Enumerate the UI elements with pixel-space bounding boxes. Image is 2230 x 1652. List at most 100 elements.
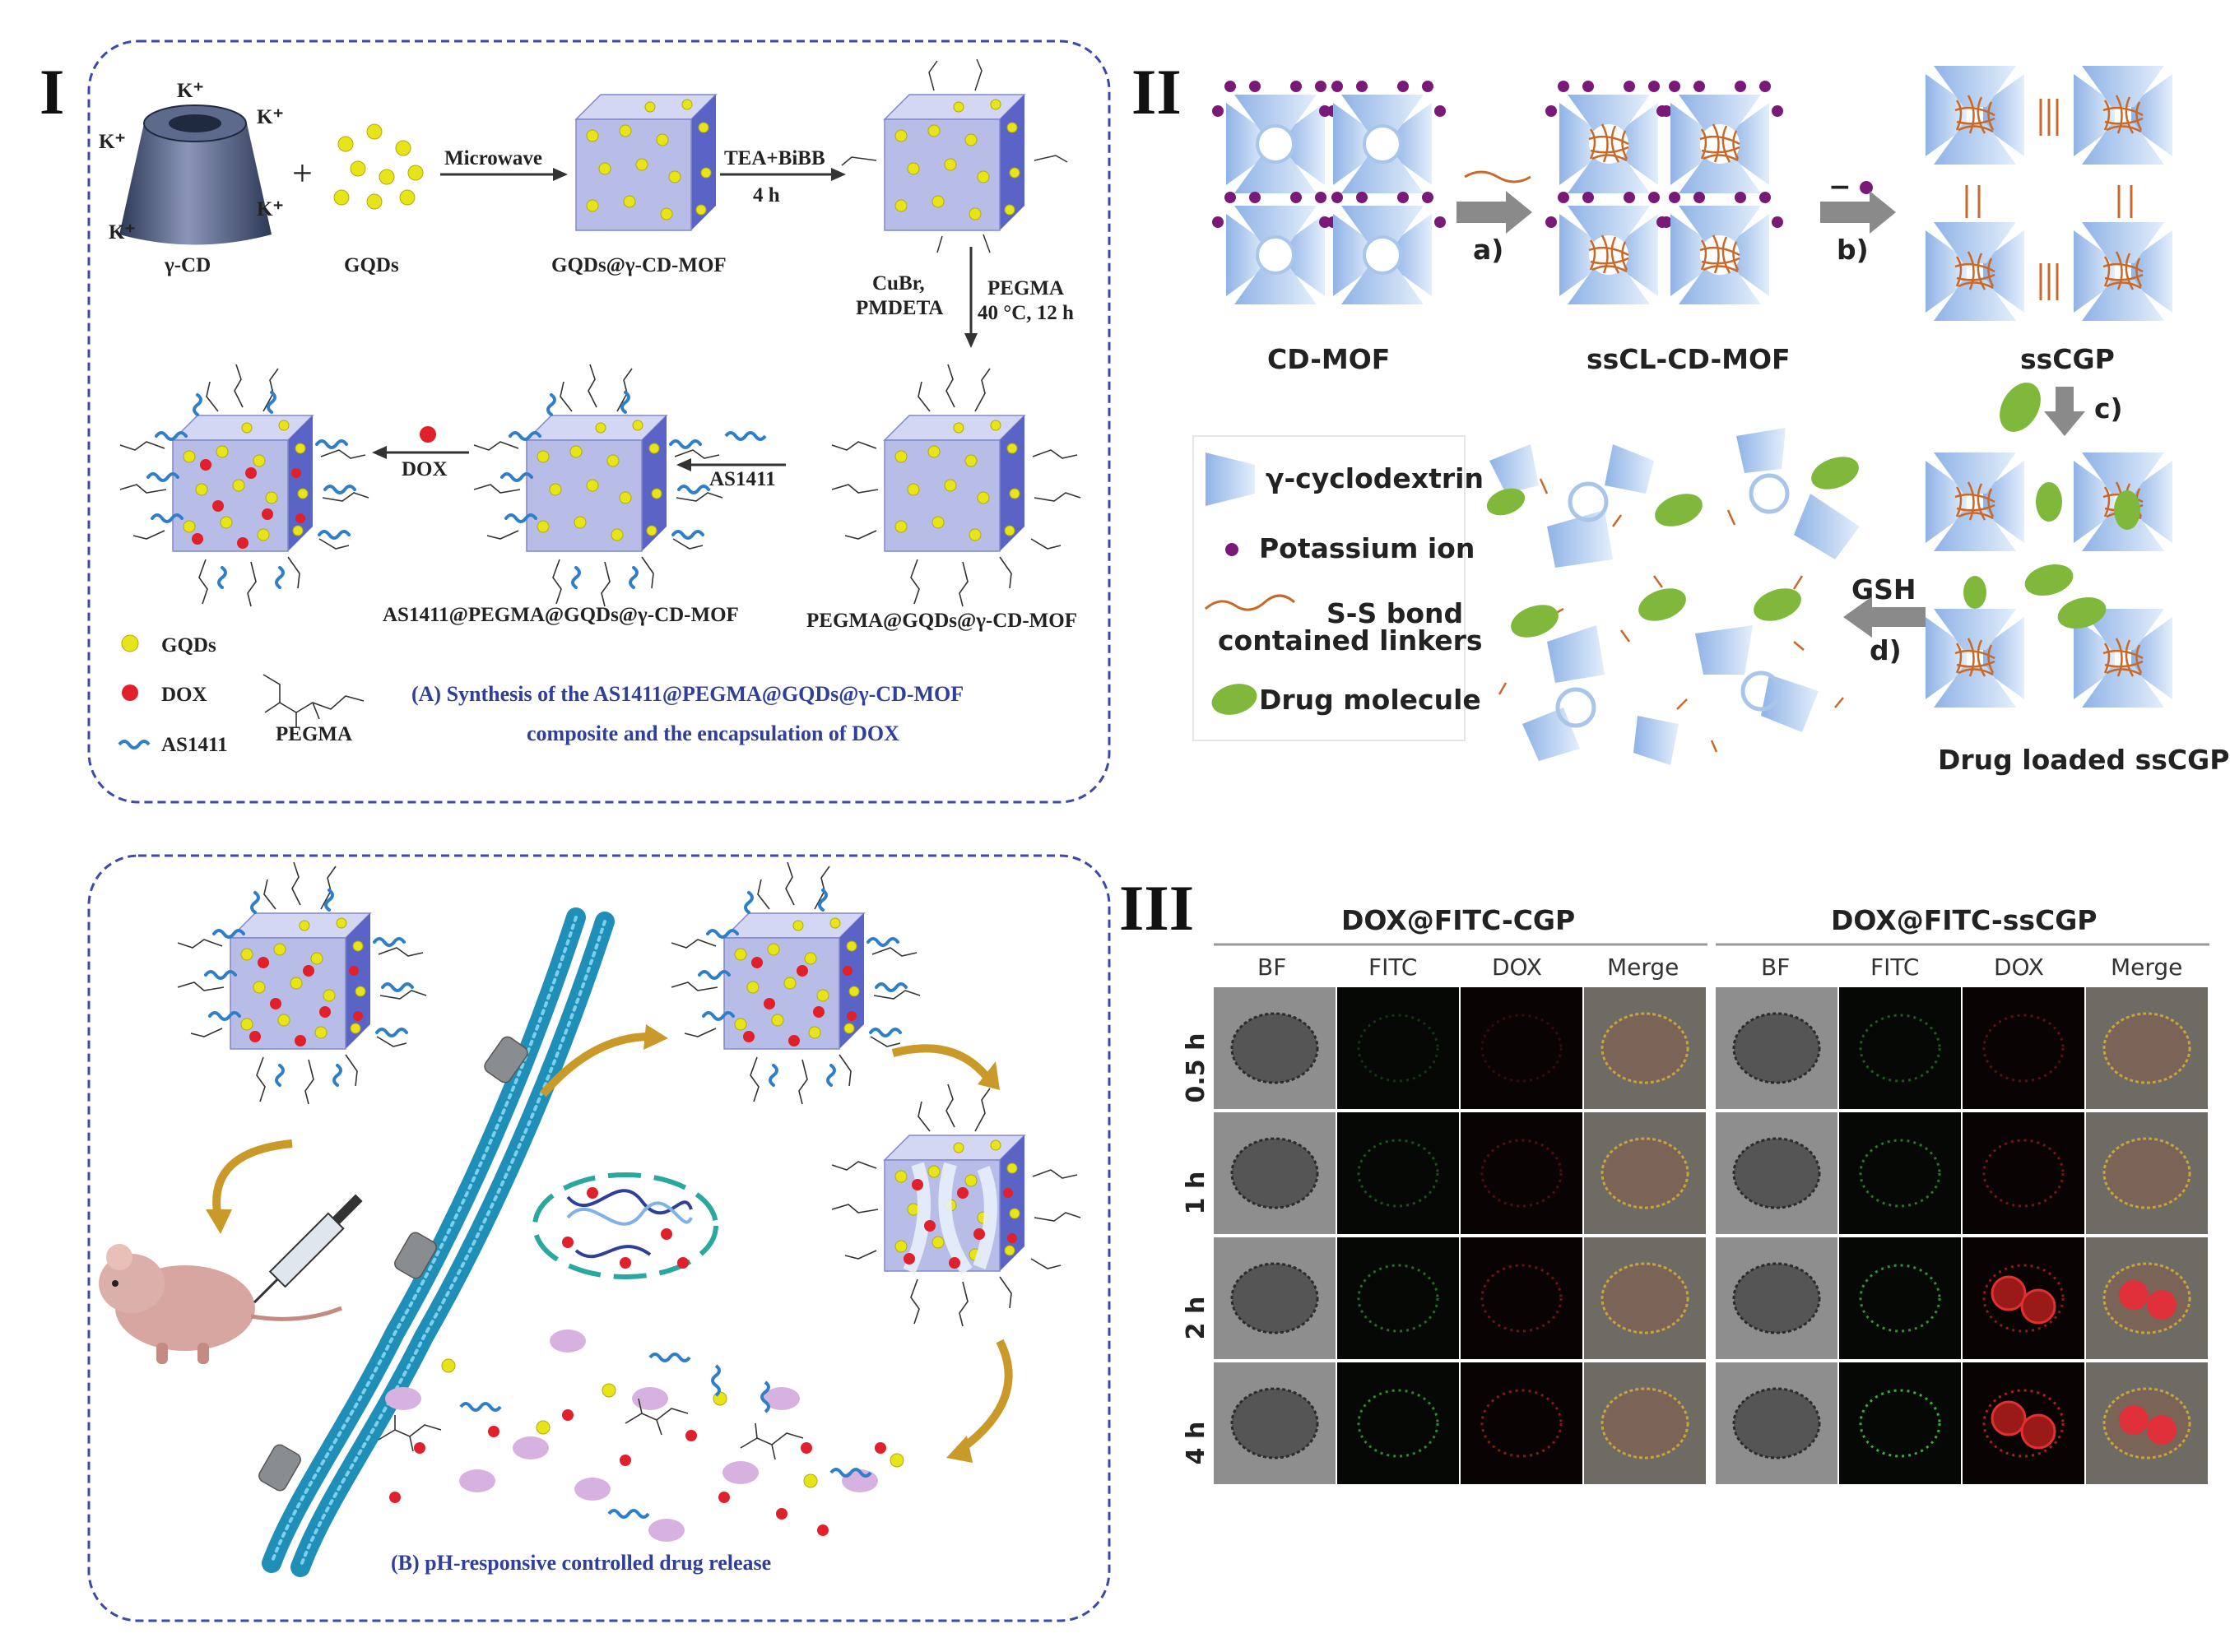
- micrograph-bf: [1214, 1237, 1336, 1359]
- as-mof-cube: [473, 364, 723, 607]
- pmdeta-label: PMDETA: [856, 297, 943, 319]
- aptamer-legend-icon: [118, 740, 151, 749]
- micrograph-merge: [2086, 987, 2208, 1109]
- linker-icon: [1464, 170, 1531, 183]
- drug-legend-icon: [1211, 684, 1257, 715]
- sscgp-lattice: [1926, 66, 2172, 321]
- microwave-label: Microwave: [444, 147, 542, 169]
- micrograph-merge: [1584, 1112, 1706, 1234]
- as-mof-label: AS1411@PEGMA@GQDs@γ-CD-MOF: [383, 604, 739, 626]
- micrograph-fitc: [1839, 987, 1961, 1109]
- micrograph-fitc: [1337, 1362, 1459, 1484]
- micrograph-fitc: [1839, 1112, 1961, 1234]
- arrowhead: [831, 168, 846, 181]
- col-header: Merge: [1607, 954, 1679, 981]
- cd-mof-lattice: [1212, 81, 1446, 304]
- micrograph-bf: [1716, 1362, 1837, 1484]
- row-label: 2 h: [1182, 1297, 1210, 1340]
- microscopy-grid: [1214, 987, 2208, 1484]
- vessel-receptors: [258, 1036, 528, 1492]
- arrowhead: [553, 168, 568, 181]
- sscl-cd-mof-lattice: [1545, 81, 1783, 304]
- panel-II-label: II: [1131, 56, 1182, 128]
- dox-icon: [420, 426, 436, 443]
- gqds-mof-label: GQDs@γ-CD-MOF: [551, 254, 727, 276]
- loaded-particle-topleft: [177, 861, 427, 1105]
- sscgp-label: ssCGP: [2020, 343, 2115, 375]
- micrograph-bf: [1716, 987, 1837, 1109]
- degrading-particle: [831, 1084, 1081, 1327]
- arrow-b: [1820, 191, 1896, 234]
- bibb-cube: [841, 58, 1068, 253]
- panel-II-legend: γ-cyclodextrin Potassium ion S-S bond co…: [1192, 435, 1484, 741]
- micrograph-fitc: [1337, 987, 1459, 1109]
- gqds-label: GQDs: [344, 254, 399, 276]
- arrow-a: [1456, 191, 1532, 234]
- col-header: BF: [1257, 954, 1286, 981]
- micrograph-dox: [1461, 987, 1582, 1109]
- group-left-title: DOX@FITC-CGP: [1341, 904, 1575, 936]
- micrograph-merge: [2086, 1112, 2208, 1234]
- legend-pegma: PEGMA: [276, 723, 352, 745]
- dna-icon: [566, 1189, 693, 1259]
- potassium-legend-icon: [1225, 543, 1238, 556]
- released-fragments: [378, 1329, 904, 1542]
- k-ion-label: K⁺: [109, 221, 136, 244]
- cd-mof-label: CD-MOF: [1267, 343, 1390, 375]
- mouse-icon: [99, 1244, 342, 1364]
- gqd-legend-icon: [121, 634, 139, 652]
- caption-A-line1: (A) Synthesis of the AS1411@PEGMA@GQDs@γ…: [411, 682, 964, 706]
- legend-cyclodextrin: γ-cyclodextrin: [1266, 462, 1484, 494]
- legend-drug: Drug molecule: [1259, 684, 1481, 716]
- minus-sign: −: [1828, 170, 1851, 202]
- col-header: DOX: [1492, 954, 1542, 981]
- micrograph-dox: [1963, 1237, 2084, 1359]
- cubr-label: CuBr,: [872, 272, 925, 295]
- arrowhead: [676, 458, 691, 471]
- panel-I-legend: GQDs DOX AS1411 PEGMA: [118, 634, 365, 756]
- micrograph-dox: [1963, 987, 2084, 1109]
- legend-ss-line2: contained linkers: [1218, 624, 1483, 657]
- micrograph-fitc: [1337, 1112, 1459, 1234]
- pegma-step-label: PEGMA: [987, 277, 1064, 299]
- legend-dox: DOX: [161, 684, 207, 706]
- micrograph-dox: [1461, 1362, 1582, 1484]
- row-label: 0.5 h: [1182, 1033, 1210, 1103]
- micrograph-fitc: [1337, 1237, 1459, 1359]
- micrograph-fitc: [1839, 1362, 1961, 1484]
- row-label: 4 h: [1182, 1422, 1210, 1465]
- micrograph-bf: [1716, 1112, 1837, 1234]
- dox-loaded-cube: [119, 364, 369, 607]
- micrograph-merge: [1584, 987, 1706, 1109]
- dox-step-label: DOX: [402, 458, 448, 480]
- dox-in-nucleus: [562, 1187, 689, 1269]
- process-arrows: [212, 1032, 1013, 1451]
- gamma-cd-label: γ-CD: [164, 254, 211, 276]
- drug-loaded-label: Drug loaded ssCGP: [1938, 744, 2229, 776]
- gqds-dots: [333, 123, 424, 210]
- pegma-structure-icon: [262, 674, 365, 727]
- dox-legend-icon: [122, 684, 138, 701]
- micrograph-dox: [1461, 1237, 1582, 1359]
- released-drug-cluster: [1486, 428, 1860, 765]
- caption-B: (B) pH-responsive controlled drug releas…: [391, 1551, 771, 1575]
- k-ion-label: K⁺: [177, 80, 204, 102]
- col-header: FITC: [1368, 954, 1417, 981]
- col-header: BF: [1761, 954, 1790, 981]
- tea-bibb-label: TEA+BiBB: [724, 147, 825, 169]
- micrograph-dox: [1963, 1112, 2084, 1234]
- step-d-label: d): [1870, 634, 1902, 666]
- panel-I-border: [87, 39, 1111, 804]
- step-a-label: a): [1473, 234, 1503, 266]
- caption-A-line2: composite and the encapsulation of DOX: [527, 722, 899, 745]
- micrograph-merge: [1584, 1237, 1706, 1359]
- syringe-icon: [253, 1194, 363, 1304]
- pegma-mof-label: PEGMA@GQDs@γ-CD-MOF: [806, 610, 1077, 632]
- col-header: Merge: [2111, 954, 2182, 981]
- micrograph-merge: [2086, 1362, 2208, 1484]
- group-right-title: DOX@FITC-ssCGP: [1831, 904, 2098, 936]
- sscl-cd-mof-label: ssCL-CD-MOF: [1587, 343, 1791, 375]
- legend-as1411: AS1411: [161, 734, 228, 756]
- blood-vessel: [262, 907, 615, 1577]
- k-ion-label: K⁺: [99, 131, 126, 153]
